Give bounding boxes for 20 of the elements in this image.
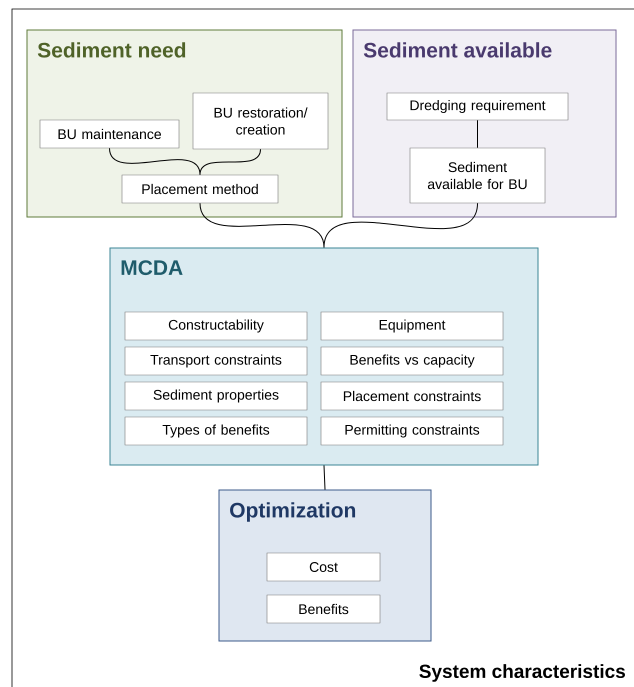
text-box: Types of benefits	[124, 416, 308, 446]
text-box: Placement method	[122, 174, 278, 204]
text-box: Sediment available for BU	[410, 148, 546, 204]
text-box: Benefits	[266, 594, 380, 624]
connector	[324, 465, 326, 490]
text-box: Permitting constraints	[320, 416, 504, 446]
connector	[477, 120, 478, 148]
caption-text: System characteristics	[419, 664, 625, 682]
text-box: Benefits vs capacity	[320, 346, 504, 376]
text-box: BU maintenance	[40, 120, 180, 148]
text-box: Placement constraints	[320, 382, 504, 410]
text-box: Dredging requirement	[386, 92, 568, 120]
connector	[200, 148, 261, 176]
text-box: Transport constraints	[124, 346, 308, 376]
text-box: Sediment properties	[124, 382, 308, 410]
text-box: Cost	[266, 552, 380, 582]
text-box: BU restoration/ creation	[192, 92, 328, 150]
text-box: Constructability	[124, 312, 308, 340]
connector	[324, 202, 478, 248]
text-box: Equipment	[320, 312, 504, 340]
